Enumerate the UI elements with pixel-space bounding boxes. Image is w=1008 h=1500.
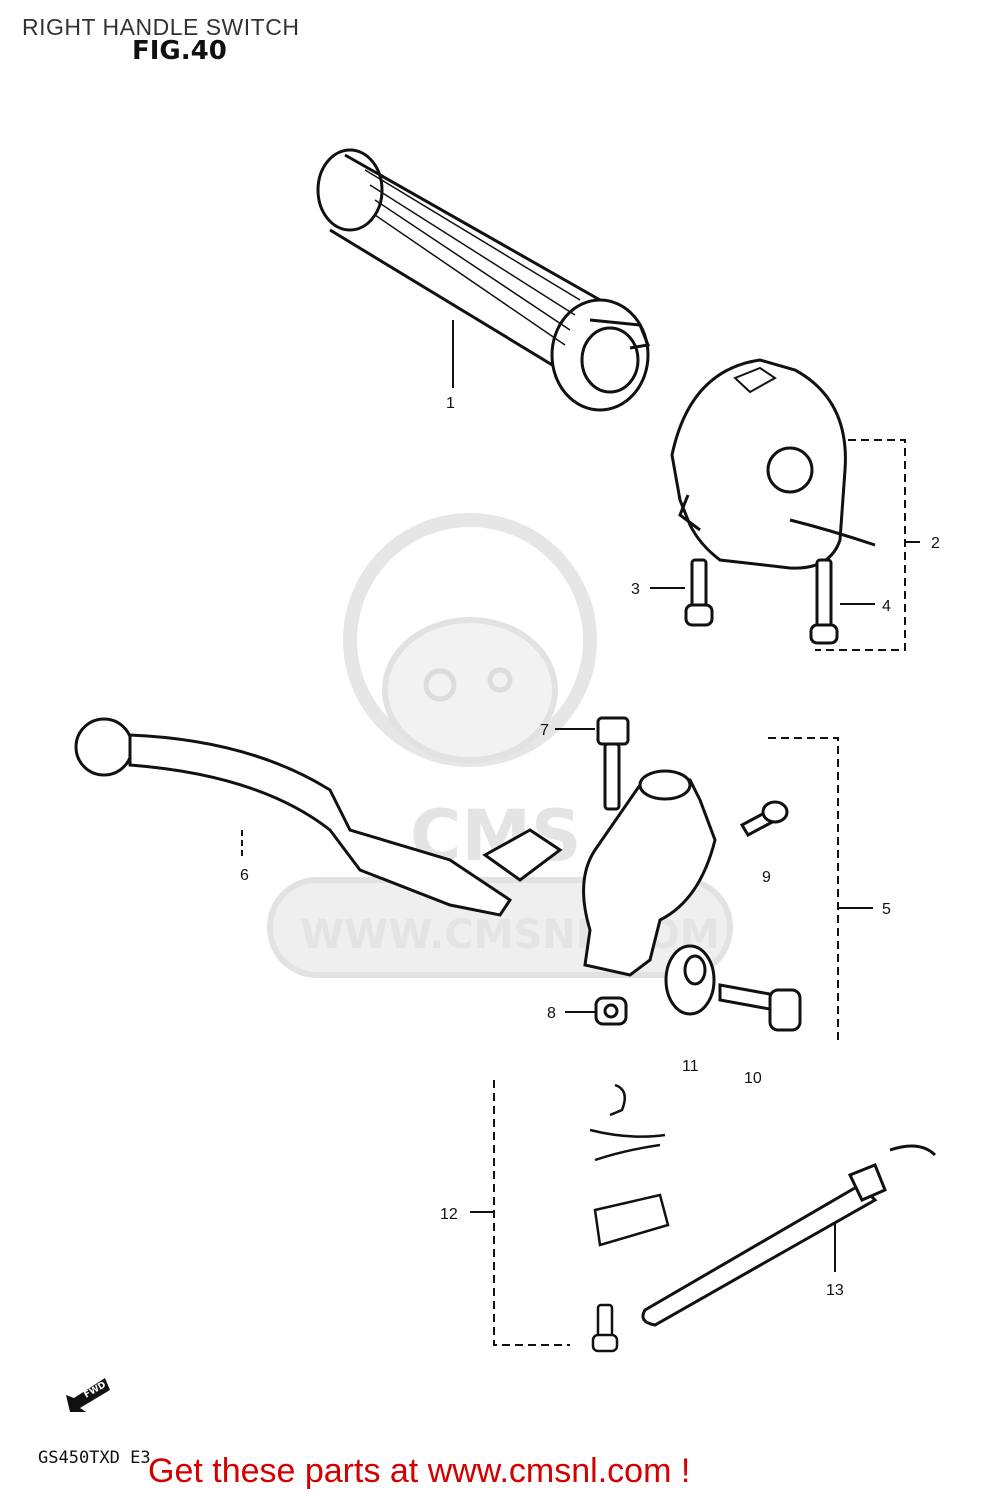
model-code: GS450TXD E3 — [38, 1448, 151, 1468]
screw-9-drawing — [739, 800, 789, 837]
callout-7: 7 — [540, 722, 549, 739]
callout-5: 5 — [882, 901, 891, 918]
page-title: RIGHT HANDLE SWITCH — [22, 14, 300, 40]
figure-label: FIG.40 — [132, 36, 227, 66]
footer-link[interactable]: Get these parts at www.cmsnl.com ! — [148, 1452, 691, 1490]
callout-1: 1 — [446, 395, 455, 412]
brake-lever-drawing — [74, 717, 563, 917]
callout-3: 3 — [631, 581, 640, 598]
callout-numbers: 1 2 3 4 5 6 7 8 9 10 11 12 13 — [240, 395, 940, 1299]
switch-set-drawing — [589, 1083, 670, 1353]
lever-holder-drawing — [582, 769, 717, 977]
callout-10: 10 — [744, 1070, 762, 1087]
callout-4: 4 — [882, 598, 891, 615]
screw-4-drawing — [809, 558, 839, 645]
fwd-arrow-icon: FWD — [66, 1378, 110, 1412]
leader-lines — [241, 320, 920, 1346]
clamp-13-drawing — [641, 1144, 937, 1327]
callout-13: 13 — [826, 1282, 844, 1299]
nut-8-drawing — [594, 996, 628, 1026]
screw-3-drawing — [684, 558, 714, 627]
switch-housing-drawing — [670, 358, 876, 570]
callout-8: 8 — [547, 1005, 556, 1022]
bolt-10-drawing — [718, 983, 802, 1032]
cap-11-drawing — [664, 944, 716, 1016]
callout-6: 6 — [240, 867, 249, 884]
callout-9: 9 — [762, 869, 771, 886]
callout-2: 2 — [931, 535, 940, 552]
callout-12: 12 — [440, 1206, 458, 1223]
bolt-7-drawing — [596, 716, 630, 811]
callout-11: 11 — [682, 1058, 699, 1075]
throttle-grip-drawing — [316, 148, 651, 412]
